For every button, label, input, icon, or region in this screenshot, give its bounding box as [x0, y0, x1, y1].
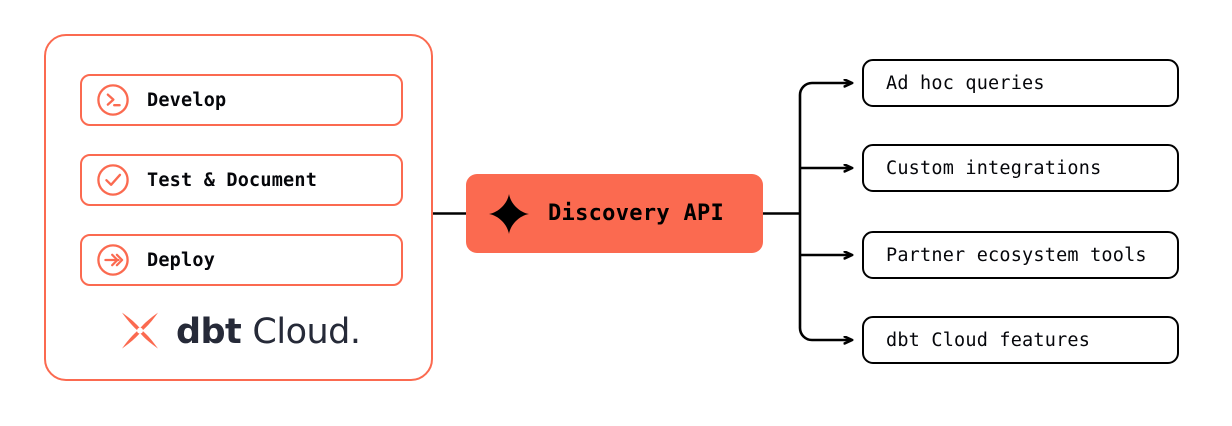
stage-label: Develop: [147, 89, 227, 111]
dbt-cloud-wordmark: dbt Cloud.: [46, 304, 431, 360]
stage-label: Test & Document: [147, 169, 318, 191]
brand-word-cloud: Cloud: [252, 311, 350, 352]
output-label: Partner ecosystem tools: [886, 244, 1147, 266]
output-label: Ad hoc queries: [886, 72, 1045, 94]
output-box-custom-integrations[interactable]: Custom integrations: [862, 144, 1179, 192]
stage-label: Deploy: [147, 249, 216, 271]
wire-branch-1: [798, 83, 852, 96]
stage-item-develop[interactable]: Develop: [80, 74, 403, 126]
brand-word-dbt: dbt: [175, 311, 242, 352]
stage-item-deploy[interactable]: Deploy: [80, 234, 403, 286]
output-label: dbt Cloud features: [886, 329, 1091, 351]
wire-branch-4: [798, 327, 852, 340]
brand-trailing-dot: .: [349, 311, 362, 352]
output-box-dbt-cloud-features[interactable]: dbt Cloud features: [862, 316, 1179, 364]
output-label: Custom integrations: [886, 157, 1102, 179]
stage-item-test-and-document[interactable]: Test & Document: [80, 154, 403, 206]
dbt-cloud-panel: Develop Test & Document Deploy dbt: [44, 34, 433, 381]
output-box-ad-hoc-queries[interactable]: Ad hoc queries: [862, 59, 1179, 107]
sparkle-star-icon: [489, 193, 529, 234]
check-circle-icon: [97, 164, 129, 196]
brand-text: dbt Cloud.: [175, 311, 362, 352]
output-box-partner-ecosystem-tools[interactable]: Partner ecosystem tools: [862, 231, 1179, 279]
dbt-logo-icon: [121, 312, 158, 349]
terminal-prompt-icon: [97, 84, 129, 116]
discovery-api-node[interactable]: Discovery API: [466, 174, 763, 253]
discovery-api-label: Discovery API: [548, 201, 725, 226]
double-chevron-right-icon: [97, 244, 129, 276]
